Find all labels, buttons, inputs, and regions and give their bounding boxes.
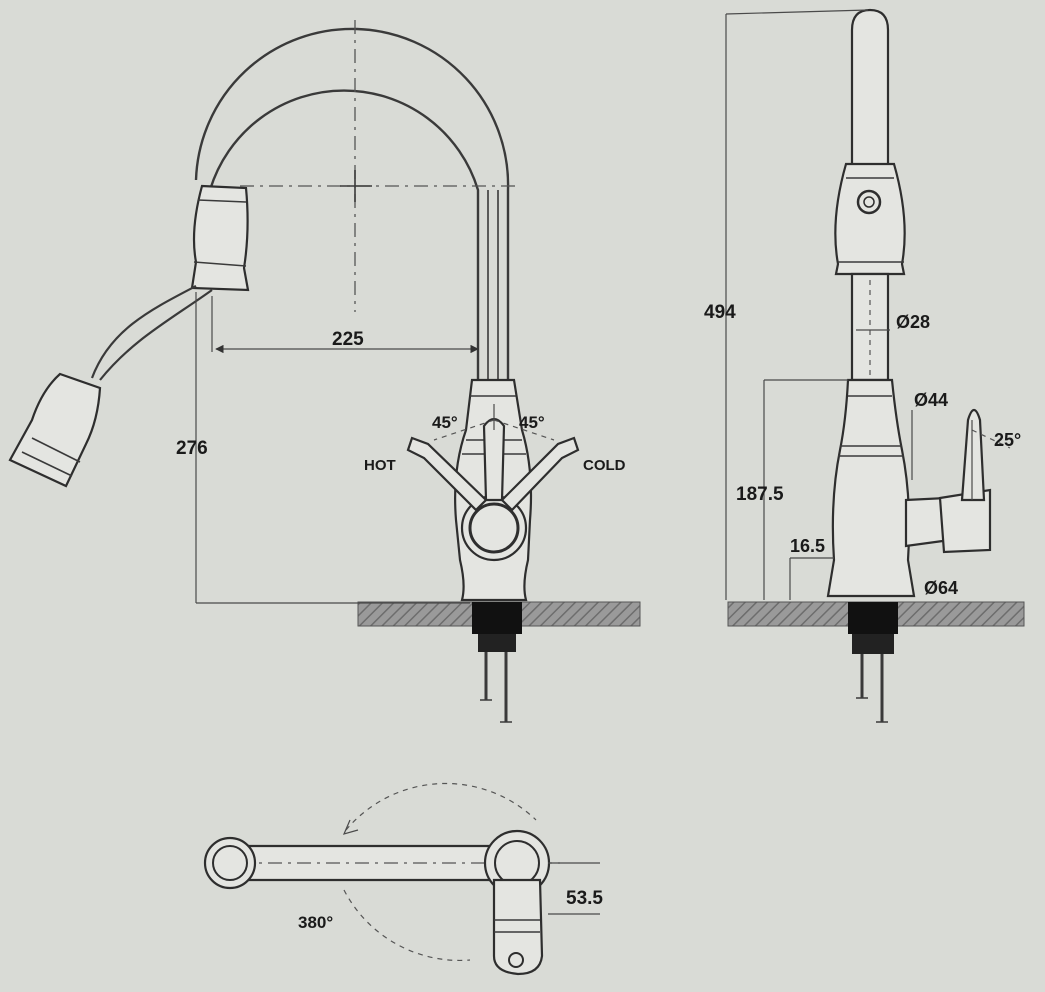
gooseneck-spout: [208, 89, 480, 380]
front-view: [8, 20, 641, 723]
side-view: [725, 8, 1025, 723]
faucet-body-side: [826, 378, 916, 598]
side-lever-handle: [960, 408, 986, 502]
dim-angle-left: 45°: [432, 413, 458, 432]
mounting-shank-front: [472, 602, 522, 634]
dim-width-225: 225: [332, 329, 364, 350]
rotation-arc: [345, 782, 537, 831]
dim-offset-53: 53.5: [566, 888, 603, 909]
lever-top: [492, 878, 544, 976]
spray-hose: [90, 285, 213, 381]
dim-rotation-380: 380°: [298, 913, 333, 932]
dim-height-276: 276: [176, 438, 208, 459]
dim-total-height-494: 494: [704, 302, 736, 323]
dim-body-height-187: 187.5: [736, 484, 784, 505]
spray-head-docked: [190, 184, 250, 292]
dim-base-diameter: Ø64: [924, 578, 958, 598]
spout-tube-side: [850, 8, 890, 172]
label-hot: HOT: [364, 457, 396, 474]
dim-lever-angle: 25°: [994, 430, 1021, 450]
dim-spout-diameter: Ø28: [896, 312, 930, 332]
dim-body-diameter: Ø44: [914, 390, 948, 410]
label-cold: COLD: [583, 457, 626, 474]
top-view: [203, 782, 600, 976]
center-lever: [482, 417, 506, 502]
mounting-shank-side: [848, 602, 898, 634]
spray-button: [856, 189, 882, 215]
dim-base-height-16: 16.5: [790, 536, 825, 556]
spray-head-side: [834, 162, 906, 276]
spray-head-extended: [8, 372, 102, 488]
dim-angle-right: 45°: [519, 413, 545, 432]
